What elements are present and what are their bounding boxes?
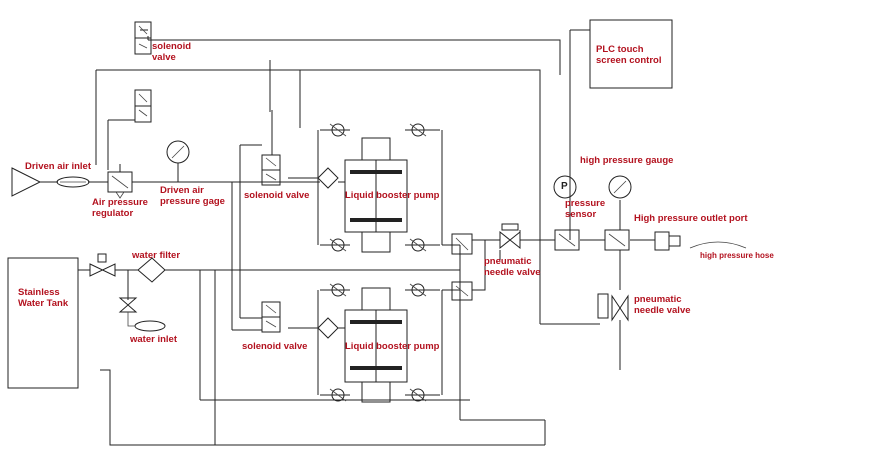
solenoid-valve-top-icon — [134, 21, 152, 123]
check-valves — [329, 123, 427, 402]
pneumatic-needle-valve-right-label: pneumatic needle valve — [634, 294, 691, 316]
driven-air-pressure-gage-label: Driven air pressure gage — [160, 185, 225, 207]
solenoid-valve-mid-icon — [261, 154, 281, 186]
air-regulator-icon — [107, 164, 133, 199]
driven-air-inlet-label: Driven air inlet — [25, 161, 91, 172]
solenoid-valve-low-icon — [261, 301, 281, 333]
water-filter-label: water filter — [132, 250, 181, 261]
water-inlet-label: water inlet — [130, 334, 177, 345]
pneumatic-needle-valve-mid-icon — [499, 223, 521, 250]
high-pressure-outlet-port-label: High pressure outlet port — [634, 213, 748, 224]
solenoid-valve-low-label: solenoid valve — [242, 341, 308, 352]
high-pressure-gauge-label: high pressure gauge — [580, 155, 674, 166]
water-tank-box — [7, 257, 79, 389]
liquid-booster-pump-top-label: Liquid booster pump — [345, 190, 440, 201]
outlet-port-icon — [654, 231, 681, 251]
air-filter-low-icon — [317, 317, 339, 339]
pneumatic-needle-valve-mid-label: pneumatic needle valve — [484, 256, 541, 278]
booster-pump-top-icon — [344, 137, 408, 253]
pressure-gauge-p-letter: P — [561, 181, 568, 192]
high-pressure-hose-label: high pressure hose — [700, 251, 774, 260]
plc-label: PLC touch screen control — [596, 44, 662, 66]
high-pressure-gauge-icon — [604, 175, 632, 251]
air-pressure-regulator-label: Air pressure regulator — [92, 197, 148, 219]
plc-box — [589, 19, 673, 89]
hose-icon — [689, 241, 747, 249]
pressure-sensor-label: pressure sensor — [565, 198, 606, 220]
manifold-fittings — [451, 233, 473, 301]
booster-pump-low-icon — [344, 287, 408, 403]
air-pressure-gauge-icon — [166, 140, 190, 182]
pneumatic-needle-valve-right-icon — [597, 293, 629, 322]
solenoid-valve-top-label: solenoid valve — [152, 41, 192, 63]
solenoid-valve-mid-label: solenoid valve — [244, 190, 310, 201]
liquid-booster-pump-low-label: Liquid booster pump — [345, 341, 440, 352]
pipe-lines — [40, 29, 655, 446]
air-inlet-icon — [11, 167, 90, 197]
stainless-water-tank-label: Stainless Water Tank — [18, 287, 69, 309]
pressure-sensor-icon — [553, 175, 580, 251]
water-inlet-valve-icon — [89, 253, 166, 332]
air-filter-top-icon — [317, 167, 339, 189]
